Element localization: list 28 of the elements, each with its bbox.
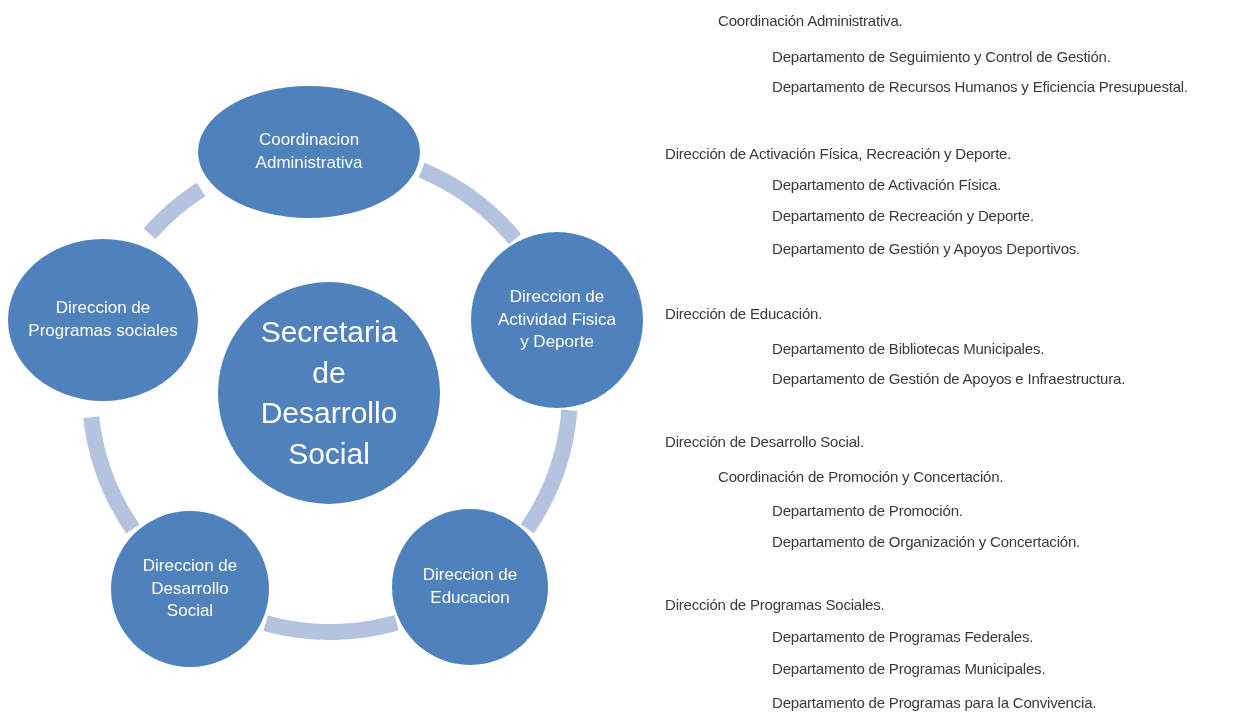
ring-connector: [83, 413, 140, 534]
ring-connector: [143, 182, 208, 241]
department-item: Departamento de Gestión y Apoyos Deportivos.: [772, 240, 1081, 257]
department-item: Departamento de Promoción.: [772, 502, 963, 519]
coordination-heading: Coordinación de Promoción y Concertación.: [718, 468, 1004, 485]
unit-name: Direccion de Programas sociales: [28, 297, 178, 342]
coordination-heading: Coordinación Administrativa.: [718, 12, 903, 29]
division-heading: Dirección de Programas Sociales.: [665, 596, 885, 613]
division-heading: Dirección de Educación.: [665, 305, 823, 322]
unit-name: Coordinacion Administrativa: [254, 129, 364, 174]
division-heading: Dirección de Desarrollo Social.: [665, 433, 864, 450]
department-item: Departamento de Organización y Concertación.: [772, 533, 1081, 550]
unit-name: Secretaria de Desarrollo Social: [259, 314, 399, 472]
unit-name: Direccion de Desarrollo Social: [141, 554, 239, 623]
department-item: Departamento de Activación Física.: [772, 176, 1002, 193]
ring-connector: [261, 614, 401, 640]
department-item: Departamento de Recreación y Deporte.: [772, 207, 1034, 224]
department-item: Departamento de Programas Municipales.: [772, 660, 1046, 677]
ring-connector: [417, 162, 522, 245]
department-item: Departamento de Gestión de Apoyos e Infraestructura.: [772, 370, 1126, 387]
department-item: Departamento de Programas para la Convivencia.: [772, 694, 1097, 711]
department-item: Departamento de Seguimiento y Control de Gestión.: [772, 48, 1111, 65]
unit-name: Direccion de Actividad Fisica y Deporte: [497, 285, 617, 354]
unit-name: Direccion de Educacion: [421, 564, 519, 609]
division-heading: Dirección de Activación Física, Recreación y Deporte.: [665, 145, 1012, 162]
department-item: Departamento de Recursos Humanos y Eficiencia Presupuestal.: [772, 78, 1188, 95]
department-item: Departamento de Bibliotecas Municipales.: [772, 340, 1045, 357]
department-item: Departamento de Programas Federales.: [772, 628, 1034, 645]
